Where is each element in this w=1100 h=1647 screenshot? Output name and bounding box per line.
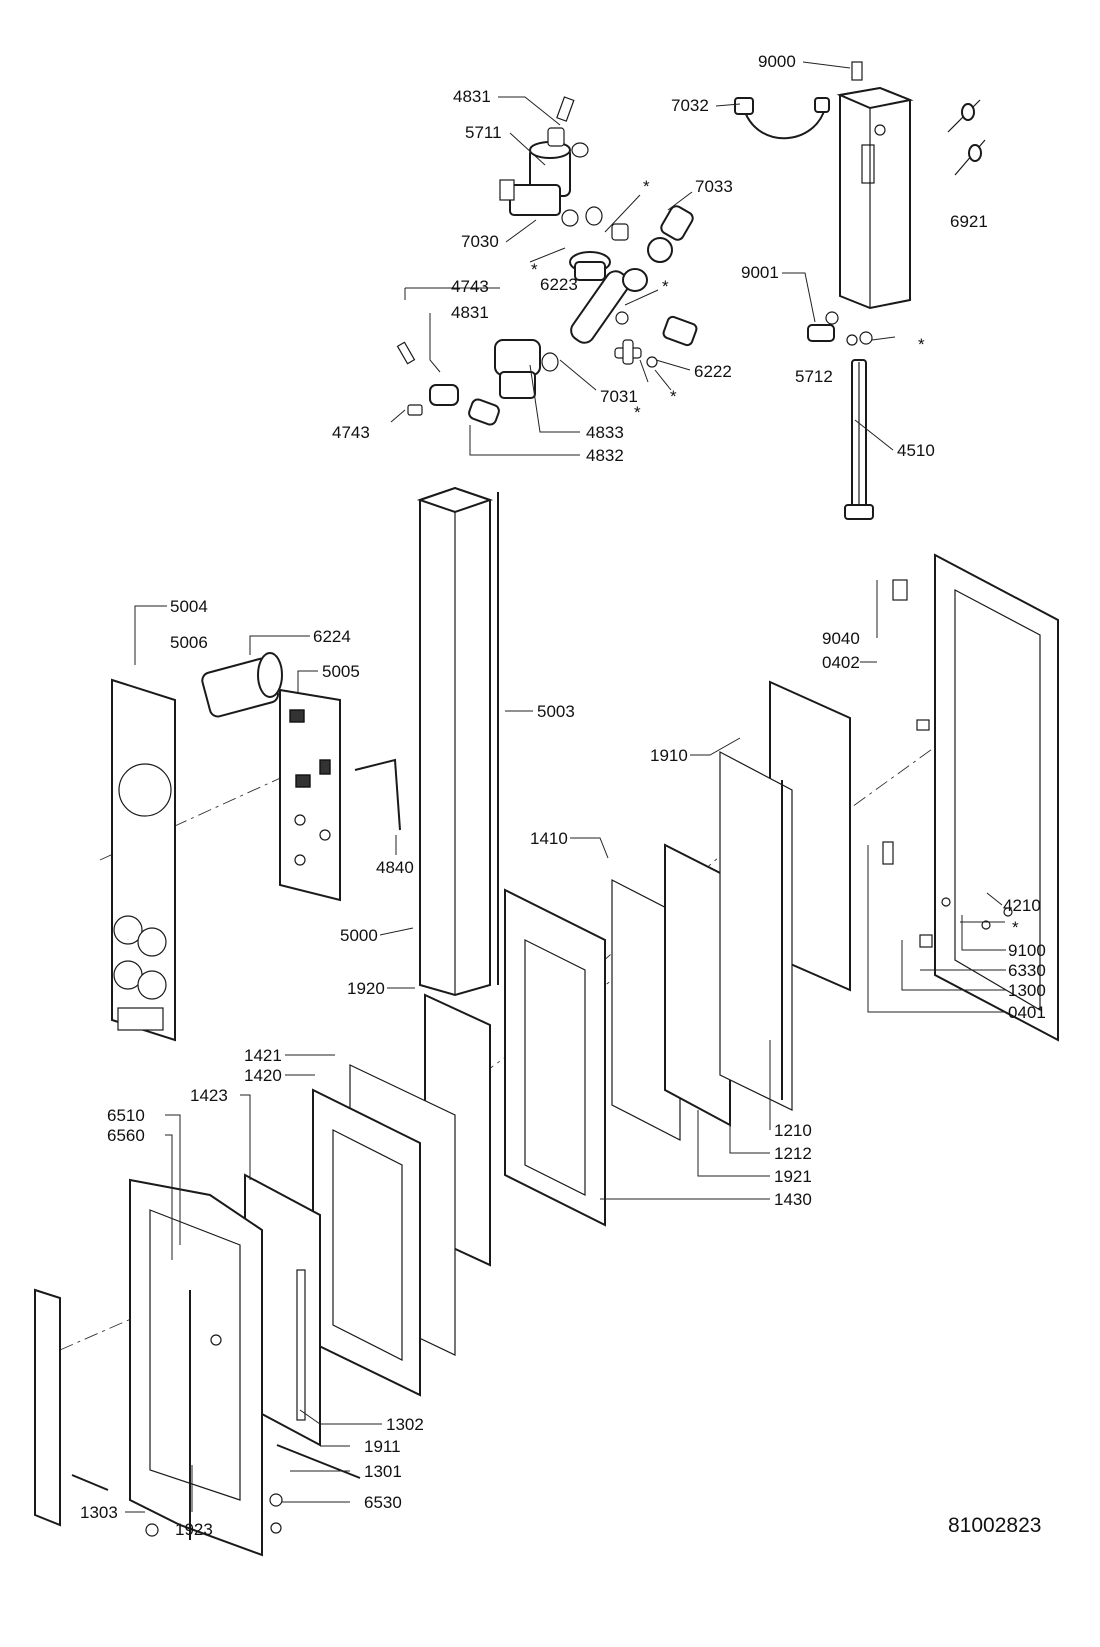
- callout-4743: 4743: [332, 423, 370, 442]
- callout-1210: 1210: [774, 1121, 812, 1140]
- callout-9000: 9000: [758, 52, 796, 71]
- callout-6330: 6330: [1008, 961, 1046, 980]
- callout-6921: 6921: [950, 212, 988, 231]
- callout-star: *: [662, 277, 669, 296]
- callout-star: *: [1012, 918, 1019, 937]
- callout-1911: 1911: [364, 1437, 401, 1456]
- callout-6510: 6510: [107, 1106, 145, 1125]
- callout-9040: 9040: [822, 629, 860, 648]
- callout-0401: 0401: [1008, 1003, 1046, 1022]
- callout-6530: 6530: [364, 1493, 402, 1512]
- callout-4210: 4210: [1003, 896, 1041, 915]
- callout-5712: 5712: [795, 367, 833, 386]
- callout-5003: 5003: [537, 702, 575, 721]
- boiler-drawing: [734, 61, 986, 520]
- leader-lines: [125, 61, 1006, 1513]
- callout-1410: 1410: [530, 829, 568, 848]
- callout-7033: 7033: [695, 177, 733, 196]
- callout-1420: 1420: [244, 1066, 282, 1085]
- callout-6223: 6223: [540, 275, 578, 294]
- callout-1302: 1302: [386, 1415, 424, 1434]
- callout-1423: 1423: [190, 1086, 228, 1105]
- callout-labels: 9000 4831 5711 7032 * 7033 6921 7030 * 6…: [80, 52, 1046, 1539]
- callout-1303: 1303: [80, 1503, 118, 1522]
- callout-4510: 4510: [897, 441, 935, 460]
- callout-7031: 7031: [600, 387, 638, 406]
- callout-1921: 1921: [774, 1167, 812, 1186]
- callout-9100: 9100: [1008, 941, 1046, 960]
- callout-4831: 4831: [451, 303, 489, 322]
- solenoid-valve-5711: [499, 141, 571, 216]
- callout-1212: 1212: [774, 1144, 812, 1163]
- callout-0402: 0402: [822, 653, 860, 672]
- callout-1421: 1421: [244, 1046, 282, 1065]
- valve-assembly-drawing: [396, 96, 698, 426]
- callout-4833: 4833: [586, 423, 624, 442]
- callout-star: *: [634, 403, 641, 422]
- callout-1300: 1300: [1008, 981, 1046, 1000]
- callout-1910: 1910: [650, 746, 688, 765]
- callout-star: *: [918, 335, 925, 354]
- callout-6222: 6222: [694, 362, 732, 381]
- callout-5004: 5004: [170, 597, 208, 616]
- callout-star: *: [670, 387, 677, 406]
- callout-1923: 1923: [175, 1520, 213, 1539]
- callout-4743: 4743: [451, 277, 489, 296]
- control-panel-drawing: [111, 486, 499, 1042]
- callout-4832: 4832: [586, 446, 624, 465]
- callout-5711: 5711: [465, 123, 502, 142]
- drawing-number: 81002823: [948, 1514, 1041, 1537]
- callout-star: *: [643, 177, 650, 196]
- callout-7030: 7030: [461, 232, 499, 251]
- callout-1920: 1920: [347, 979, 385, 998]
- callout-4840: 4840: [376, 858, 414, 877]
- callout-5005: 5005: [322, 662, 360, 681]
- callout-4831: 4831: [453, 87, 491, 106]
- callout-5000: 5000: [340, 926, 378, 945]
- door-assembly-drawing: [34, 553, 1059, 1557]
- callout-5006: 5006: [170, 633, 208, 652]
- callout-star: *: [531, 260, 538, 279]
- callout-7032: 7032: [671, 96, 709, 115]
- callout-1301: 1301: [364, 1462, 402, 1481]
- callout-6224: 6224: [313, 627, 351, 646]
- callout-6560: 6560: [107, 1126, 145, 1145]
- callout-9001: 9001: [741, 263, 779, 282]
- callout-1430: 1430: [774, 1190, 812, 1209]
